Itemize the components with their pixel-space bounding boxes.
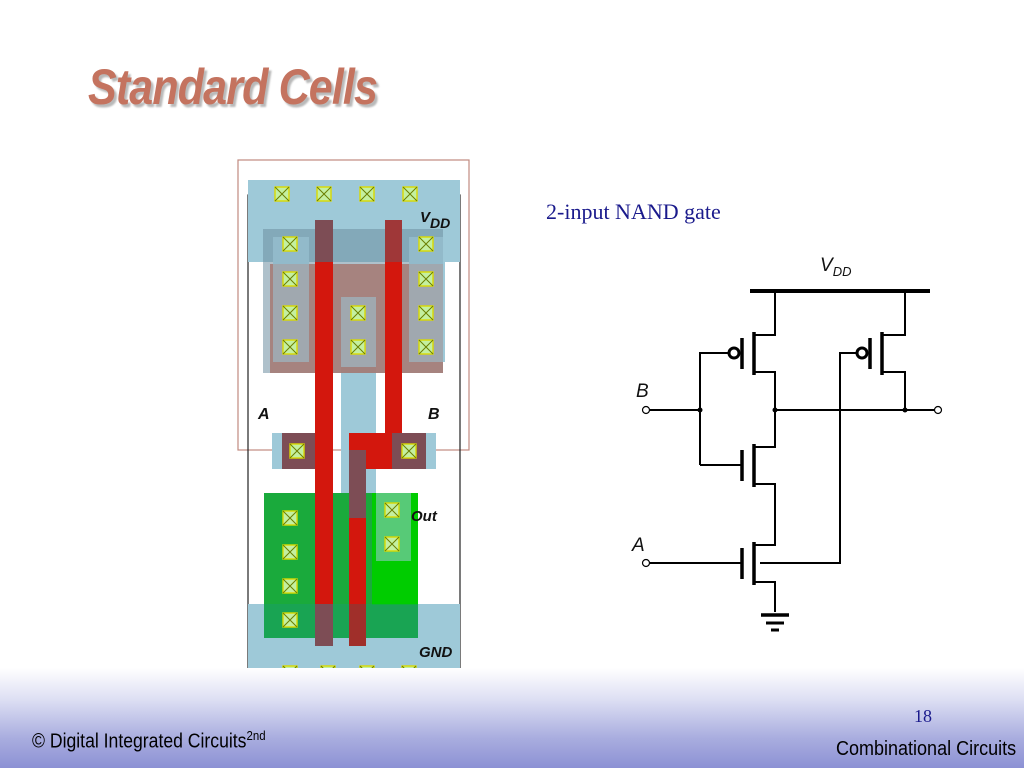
contacts-inputs-x — [289, 443, 417, 459]
contacts-pmos-x — [282, 236, 434, 355]
poly-gate-a — [315, 220, 333, 646]
junction-dot — [697, 407, 703, 413]
footer-edition: 2nd — [246, 728, 266, 743]
contact-cross — [401, 443, 417, 459]
pmos-right-bubble — [855, 346, 869, 360]
footer-copyright: © Digital Integrated Circuits2nd — [32, 728, 266, 754]
contact-cross — [418, 339, 434, 355]
poly-gate-b-end-top — [385, 220, 402, 262]
contact-cross — [274, 186, 290, 202]
footer-chapter: Combinational Circuits — [835, 738, 1016, 760]
schematic-input-a-label: A — [631, 535, 645, 556]
contact-cross — [282, 271, 298, 287]
layout-vdd-label: VDD — [420, 209, 450, 231]
contact-cross — [418, 271, 434, 287]
footer-band — [0, 668, 1024, 768]
contact-cross — [282, 339, 298, 355]
nmos-bottom-drain-source — [754, 522, 776, 612]
input-a-terminal — [641, 558, 651, 568]
contact-cross — [384, 536, 400, 552]
pmos-right-gate-wire — [760, 352, 857, 564]
poly-gate-b-end-bottom — [349, 604, 366, 646]
schematic-input-b-label: B — [636, 381, 649, 402]
contact-cross — [282, 510, 298, 526]
junction-dot — [772, 407, 778, 413]
poly-gate-b-cross-metal — [349, 450, 366, 518]
contact-cross — [282, 236, 298, 252]
input-b-terminal — [641, 405, 651, 415]
nmos-top-drain-source — [754, 410, 776, 522]
schematic-vdd-label: VDD — [820, 255, 851, 279]
contact-cross — [350, 339, 366, 355]
pmos-right-drain-source — [882, 291, 906, 410]
contact-cross — [282, 612, 298, 628]
nand-caption: 2-input NAND gate — [546, 199, 721, 224]
output-terminal — [933, 405, 943, 415]
contact-cross — [350, 305, 366, 321]
contact-cross — [282, 544, 298, 560]
slide-title: Standard Cells — [88, 59, 378, 115]
junction-dot — [902, 407, 908, 413]
contact-cross — [402, 186, 418, 202]
contact-cross — [384, 502, 400, 518]
contact-cross — [282, 578, 298, 594]
poly-gate-b — [385, 220, 402, 469]
pmos-left-gate-wire — [699, 352, 729, 465]
contacts-nmos-x — [282, 502, 400, 628]
layout-input-a-label: A — [257, 406, 270, 423]
poly-gate-a-end-top — [315, 220, 333, 262]
layout-gnd-label: GND — [419, 644, 453, 661]
page-number: 18 — [914, 706, 932, 726]
contact-cross — [359, 186, 375, 202]
contact-cross — [418, 236, 434, 252]
contact-cross — [289, 443, 305, 459]
contacts-vdd-rail-x — [274, 186, 418, 202]
contact-cross — [316, 186, 332, 202]
pmos-left-drain-source — [754, 291, 776, 410]
poly-gate-a-end-bottom — [315, 604, 333, 646]
pmos-left-bubble — [727, 346, 741, 360]
contact-cross — [418, 305, 434, 321]
footer-copyright-text: © Digital Integrated Circuits — [32, 730, 247, 753]
contact-cross — [282, 305, 298, 321]
layout-output-label: Out — [411, 508, 438, 525]
layout-input-b-label: B — [428, 406, 440, 423]
